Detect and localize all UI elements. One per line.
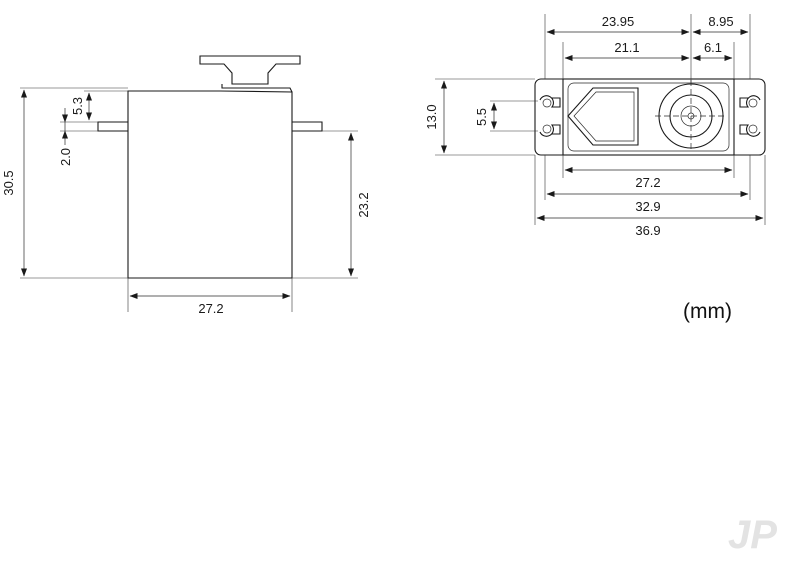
right-mount-slot-bottom: [739, 124, 761, 137]
dim-label-32-9: 32.9: [635, 199, 660, 214]
top-label-pocket: [567, 87, 639, 146]
dim-label-36-9: 36.9: [635, 223, 660, 238]
servo-output-arm: [199, 55, 301, 85]
dim-label-13-0: 13.0: [424, 104, 439, 129]
watermark-logo: JP: [728, 513, 777, 557]
dim-label-23-95: 23.95: [602, 14, 635, 29]
top-view: 23.95 8.95 21.1 6.1 13.0 5.5 27.2 32.9 3…: [424, 14, 766, 238]
top-body-outline: [562, 78, 735, 156]
dim-label-6-1: 6.1: [704, 40, 722, 55]
dim-label-23-2: 23.2: [356, 192, 371, 217]
dim-label-30-5: 30.5: [1, 170, 16, 195]
dim-label-5-3: 5.3: [70, 97, 85, 115]
dim-label-21-1: 21.1: [614, 40, 639, 55]
dim-label-5-5: 5.5: [474, 108, 489, 126]
dim-label-top-27-2: 27.2: [635, 175, 660, 190]
right-mount-slot-top: [739, 95, 761, 108]
dim-label-side-27-2: 27.2: [198, 301, 223, 316]
dim-label-8-95: 8.95: [708, 14, 733, 29]
servo-mounting-flange: [97, 121, 323, 132]
servo-body: [127, 90, 293, 279]
left-mount-slot-bottom: [539, 124, 561, 137]
side-view: 30.5 5.3 2.0 23.2 27.2: [1, 55, 371, 316]
units-label: (mm): [683, 300, 732, 323]
dim-label-2-0: 2.0: [58, 148, 73, 166]
left-mount-slot-top: [539, 95, 561, 108]
servo-gear-bump: [221, 84, 293, 93]
